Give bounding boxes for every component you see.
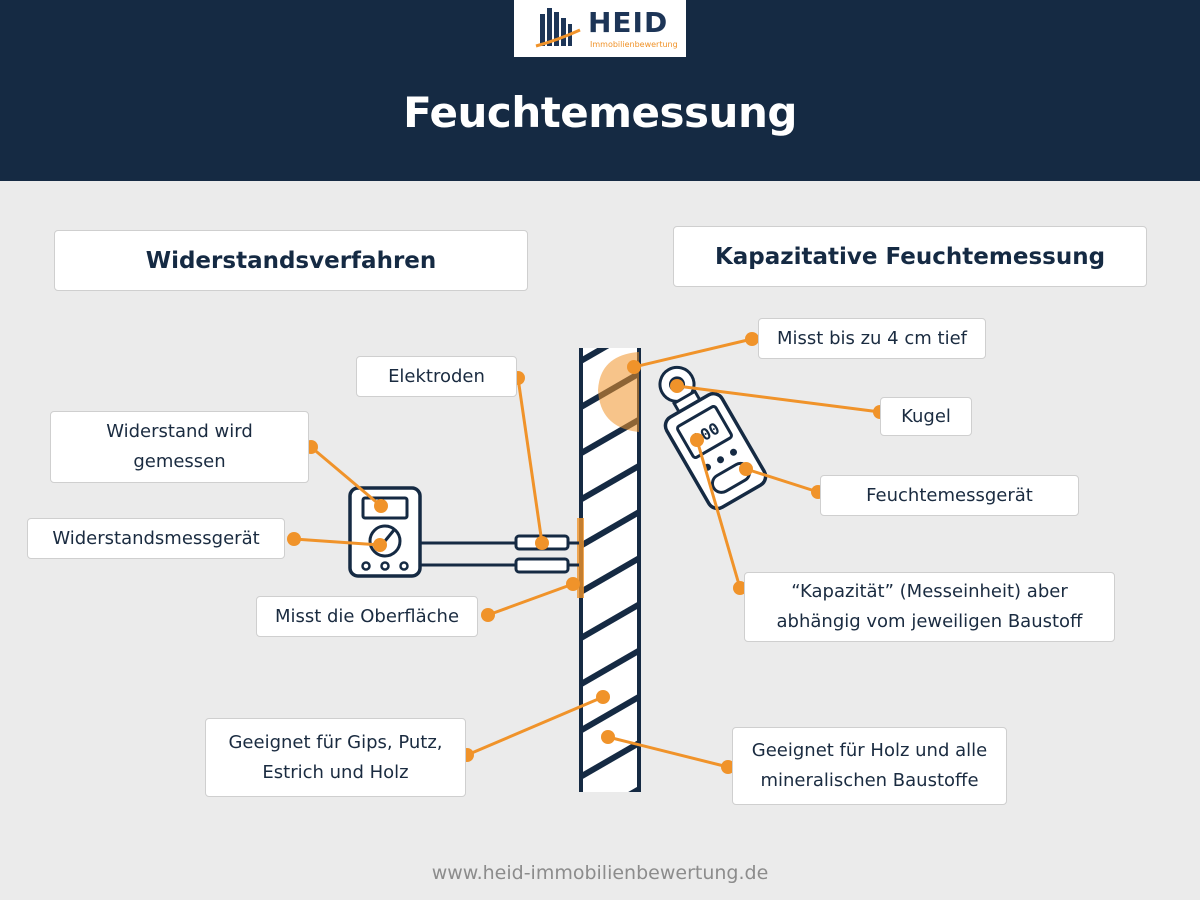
resistance-meter-device [348, 486, 422, 578]
heading-resistance-method: Widerstandsverfahren [54, 230, 528, 291]
surface-zone [577, 518, 584, 598]
electrodes [420, 534, 579, 574]
label-widerstand-line1: Widerstand wird [106, 421, 253, 442]
website-url[interactable]: www.heid-immobilienbewertung.de [431, 862, 769, 884]
label-geeignet-gips: Geeignet für Gips, Putz, Estrich und Hol… [205, 718, 466, 797]
depth-zone [598, 352, 639, 432]
header-banner: HEID Immobilienbewertung Feuchtemessung [0, 0, 1200, 181]
label-kapazitaet-line2: abhängig vom jeweiligen Baustoff [776, 611, 1083, 632]
label-kugel: Kugel [880, 397, 972, 436]
logo-subtitle: Immobilienbewertung [590, 40, 678, 49]
label-elektroden: Elektroden [356, 356, 517, 397]
label-misst-oberflaeche: Misst die Oberfläche [256, 596, 478, 637]
label-gips-line1: Geeignet für Gips, Putz, [228, 731, 443, 753]
label-kapazitaet-line1: “Kapazität” (Messeinheit) aber [791, 581, 1068, 602]
heading-capacitive-method: Kapazitative Feuchtemessung [673, 226, 1147, 287]
callout-lines [293, 337, 881, 769]
label-widerstand-gemessen: Widerstand wird gemessen [50, 411, 309, 483]
label-widerstandsmessgeraet: Widerstandsmessgerät [27, 518, 285, 559]
label-feuchtemessgeraet: Feuchtemessgerät [820, 475, 1079, 516]
company-logo[interactable]: HEID Immobilienbewertung [514, 0, 686, 57]
label-holz-line1: Geeignet für Holz und alle [751, 740, 988, 761]
label-holz-line2: mineralischen Baustoffe [760, 770, 979, 791]
wall-cross-section [579, 348, 641, 792]
logo-name: HEID [588, 6, 669, 39]
building-logo-icon [535, 8, 581, 48]
label-gips-line2: Estrich und Holz [262, 761, 409, 783]
page-title: Feuchtemessung [403, 88, 797, 137]
moisture-meter-device: 100 [658, 365, 768, 511]
label-misst-tief: Misst bis zu 4 cm tief [758, 318, 986, 359]
label-geeignet-holz: Geeignet für Holz und alle mineralischen… [732, 727, 1007, 805]
label-kapazitaet: “Kapazität” (Messeinheit) aber abhängig … [744, 572, 1115, 642]
label-widerstand-line2: gemessen [133, 451, 226, 472]
